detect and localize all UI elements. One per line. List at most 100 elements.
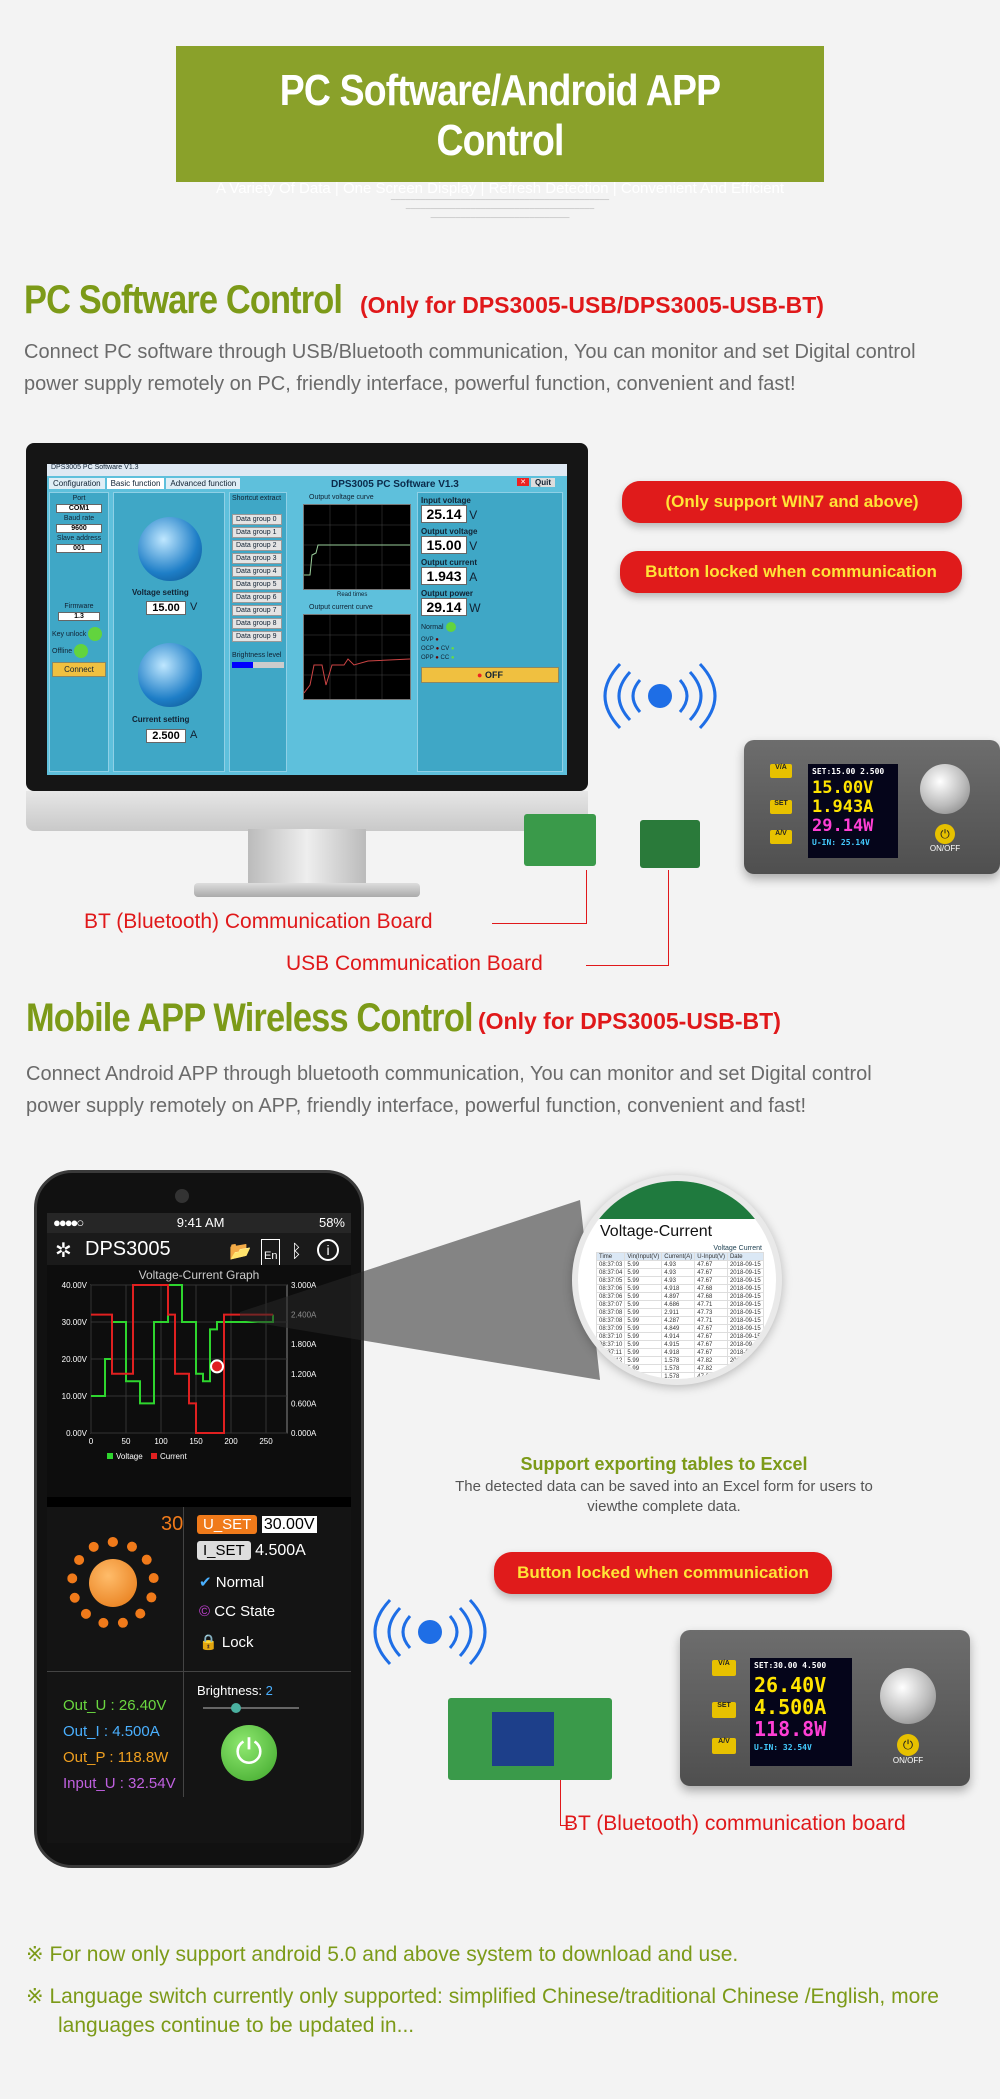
y-tick-right: 0.600A [291,1399,317,1408]
table-cell: 2.911 [661,1308,696,1317]
table-cell: 47.73 [694,1308,728,1317]
data-group-button[interactable]: Data group 2 [232,540,282,551]
input-voltage-label: Input voltage [421,496,471,505]
onoff-label: ON/OFF [929,844,961,853]
table-cell: 5.99 [624,1276,663,1285]
brightness-slider[interactable] [203,1707,299,1709]
brightness-slider-thumb[interactable] [231,1703,241,1713]
port-select[interactable]: COM1 [56,504,102,513]
y-tick-right: 0.000A [291,1429,317,1438]
pc-section-description: Connect PC software through USB/Bluetoot… [24,341,916,395]
power-supply-device: V/A SET A/V SET:15.00 2.500 15.00V 1.943… [744,740,1000,874]
device-button-av: A/V [770,830,792,844]
note-mark: ※ [26,1943,44,1966]
x-tick: 250 [259,1437,273,1446]
legend-voltage: Voltage [116,1452,143,1461]
i-set-label[interactable]: I_SET [197,1541,251,1560]
power-button[interactable]: ⏻ [221,1725,277,1781]
table-cell: 4.897 [661,1292,696,1301]
current-setting-input[interactable]: 2.500 [146,729,186,743]
off-button[interactable]: ● OFF [421,667,559,683]
slave-input[interactable]: 001 [56,544,102,553]
voltage-setting-label: Voltage setting [132,588,189,597]
table-cell: 4.287 [661,1316,696,1325]
data-group-button[interactable]: Data group 0 [232,514,282,525]
table-cell: 5.99 [624,1348,663,1357]
voltage-setting-input[interactable]: 15.00 [146,601,186,615]
data-group-button[interactable]: Data group 6 [232,592,282,603]
power-supply-device-2: V/A SET A/V SET:30.00 4.500 26.40V 4.500… [680,1630,970,1786]
adjust-ring[interactable] [67,1537,159,1629]
lcd-set: SET:15.00 2.500 [812,767,885,776]
device-button-va: V/A [770,764,792,778]
current-knob[interactable] [138,643,202,707]
table-cell: 0.269 [662,1381,695,1386]
u-set-value[interactable]: 30.00V [261,1516,317,1533]
voltage-knob[interactable] [138,517,202,581]
table-cell: 2018-09-15 [726,1372,764,1379]
table-cell: 2018-09-15 [726,1308,764,1317]
folder-open-icon[interactable]: 📂 [229,1241,252,1261]
table-cell: 47.67 [694,1332,728,1341]
i-set-value: 4.500A [255,1542,306,1559]
bt-callout-line-v [586,870,587,924]
brightness-slider[interactable] [232,662,284,668]
table-cell: 08:37:04 [595,1268,626,1277]
y-tick-right: 1.800A [291,1340,317,1349]
y-tick-left: 10.00V [62,1392,88,1401]
table-cell: 5.99 [624,1372,663,1379]
adjust-knob[interactable] [89,1559,137,1607]
decorative-fine-print: ────────────────────────────────────────… [390,197,610,222]
data-group-button[interactable]: Data group 4 [232,566,282,577]
knob-value: 30 [161,1513,184,1535]
setting-panel: Voltage setting 15.00 V Current setting … [113,492,225,772]
table-cell: 2018-09-15 [726,1284,764,1293]
data-group-button[interactable]: Data group 1 [232,527,282,538]
baud-select[interactable]: 9600 [56,524,102,533]
bluetooth-icon[interactable]: ᛒ [291,1241,302,1261]
mobile-section-heading: Mobile APP Wireless Control [26,996,474,1040]
app-logo-icon: ✲ [55,1240,72,1262]
data-group-button[interactable]: Data group 7 [232,605,282,616]
usb-board-label: USB Communication Board [286,952,543,975]
app-bar: ✲ DPS3005 📂 En ᛒ i [47,1233,351,1273]
data-group-button[interactable]: Data group 9 [232,631,282,642]
table-cell: 4.93 [661,1260,696,1269]
output-power-label: Output power [421,589,473,598]
note-2: ※ Language switch currently only support… [26,1982,966,2040]
quit-button[interactable]: Quit [531,478,555,487]
close-icon[interactable]: ✕ [517,478,529,486]
current-chart-title: Output current curve [309,604,373,611]
lock-label[interactable]: Lock [221,1634,254,1651]
tab-configuration[interactable]: Configuration [49,478,105,489]
lcd2-voltage: 26.40V [754,1673,827,1697]
table-cell: 5.99 [624,1308,663,1317]
firmware-value: 1.3 [58,612,100,621]
note-mark: ※ [26,1985,44,2008]
lcd-power: 29.14W [812,816,874,836]
table-cell: 2018-09-15 [726,1348,764,1357]
table-cell: 47.67 [694,1348,728,1357]
firmware-label: Firmware [64,603,94,610]
banner-subtitle: A Variety Of Data | One Screen Display |… [215,180,785,197]
note-1-text: For now only support android 5.0 and abo… [49,1943,739,1966]
input-voltage-value: 25.14 [421,505,467,523]
monitor: DPS3005 PC Software V1.3 Configuration B… [26,443,588,897]
data-group-button[interactable]: Data group 3 [232,553,282,564]
info-icon[interactable]: i [317,1239,339,1261]
table-cell: 4.93 [661,1268,696,1277]
u-set-label[interactable]: U_SET [197,1515,258,1534]
banner: PC Software/Android APP Control A Variet… [176,46,824,197]
table-cell: 2018-09-15 [726,1292,764,1301]
y-tick-left: 30.00V [62,1318,88,1327]
table-cell: 08:37:05 [595,1276,626,1285]
data-group-button[interactable]: Data group 8 [232,618,282,629]
data-group-button[interactable]: Data group 5 [232,579,282,590]
tab-basic-function[interactable]: Basic function [106,478,165,489]
table-cell: 47.82 [694,1372,728,1379]
connect-button[interactable]: Connect [52,662,106,677]
ocp-label: OCP [421,646,434,652]
tab-advanced-function[interactable]: Advanced function [166,478,241,489]
